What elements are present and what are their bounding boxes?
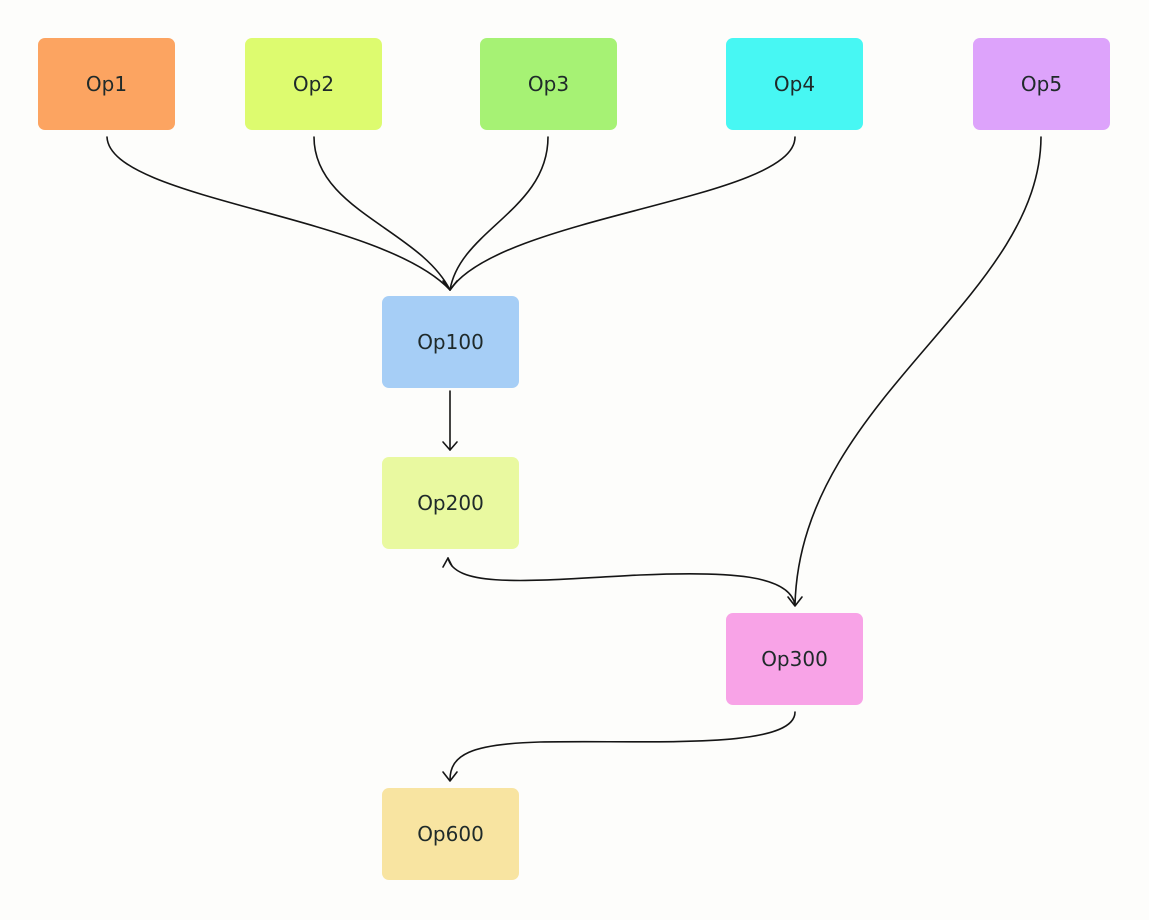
node-label: Op5	[1020, 72, 1063, 96]
edge-op200-op300[interactable]	[447, 557, 796, 606]
node-label: Op2	[292, 72, 335, 96]
node-op200[interactable]: Op200	[382, 457, 519, 549]
edge-op3-op100[interactable]	[449, 136, 549, 291]
node-label: Op200	[417, 491, 484, 515]
node-label: Op100	[417, 330, 484, 354]
node-label: Op600	[417, 822, 484, 846]
node-op4[interactable]: Op4	[726, 38, 863, 130]
arrowhead-op600	[442, 771, 458, 782]
arrowhead-op200-top	[442, 441, 458, 451]
node-label: Op3	[527, 72, 570, 96]
edge-op2-op100[interactable]	[313, 136, 451, 291]
node-label: Op1	[85, 72, 128, 96]
node-op2[interactable]: Op2	[245, 38, 382, 130]
node-op600[interactable]: Op600	[382, 788, 519, 880]
node-label: Op4	[773, 72, 816, 96]
edge-op5-op300[interactable]	[794, 136, 1042, 606]
arrowhead-op100	[442, 280, 458, 291]
edge-op300-op600[interactable]	[449, 711, 796, 781]
node-op5[interactable]: Op5	[973, 38, 1110, 130]
node-label: Op300	[761, 647, 828, 671]
arrowhead-op300	[787, 596, 803, 607]
edge-op1-op100[interactable]	[106, 136, 451, 291]
node-op1[interactable]: Op1	[38, 38, 175, 130]
node-op3[interactable]: Op3	[480, 38, 617, 130]
node-op300[interactable]: Op300	[726, 613, 863, 705]
node-op100[interactable]: Op100	[382, 296, 519, 388]
edge-op4-op100[interactable]	[449, 136, 796, 291]
arrowhead-op200-bottom	[442, 557, 453, 568]
